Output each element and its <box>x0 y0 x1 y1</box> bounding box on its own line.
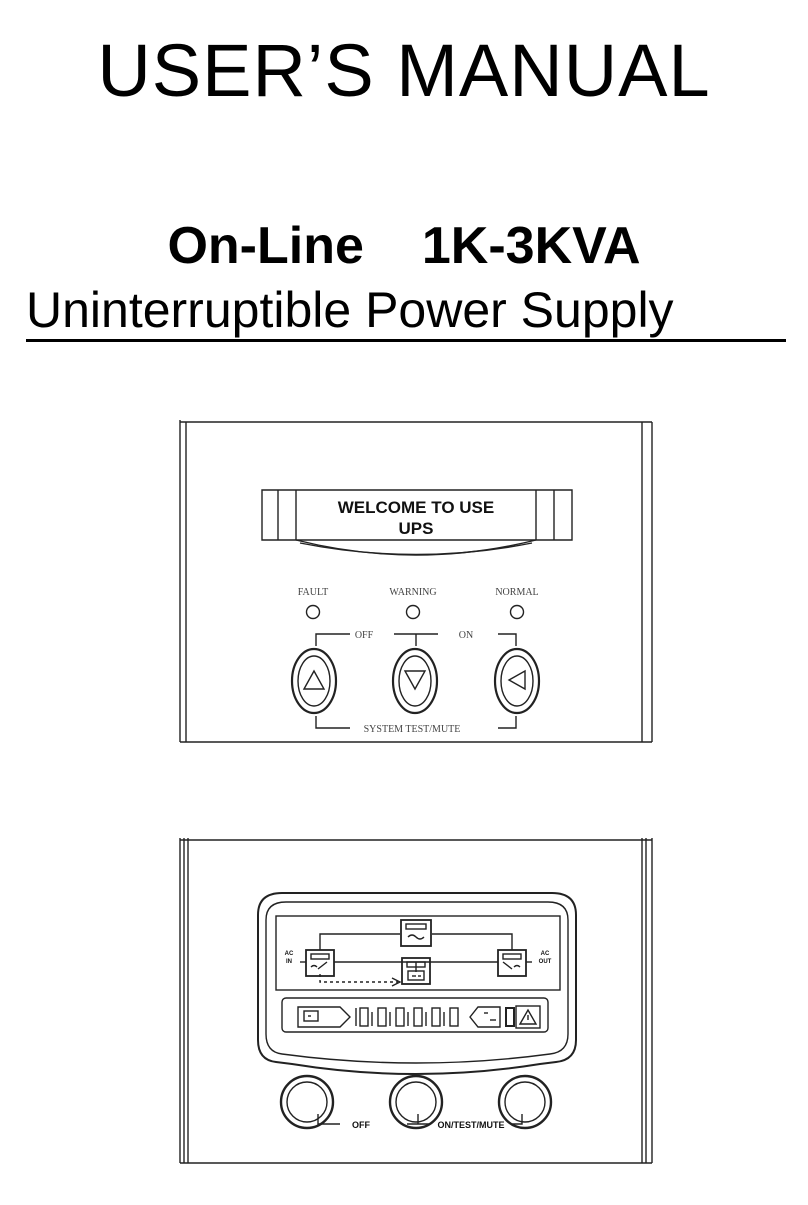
warning-label: WARNING <box>389 587 436 598</box>
ac-in-label-line1: AC <box>285 951 294 957</box>
off-button[interactable] <box>279 1074 335 1130</box>
on-button[interactable] <box>497 1074 553 1130</box>
lcd-text-line2: UPS <box>399 519 434 538</box>
ac-out-label-line1: AC <box>541 951 550 957</box>
on-label: ON <box>459 630 473 641</box>
product-name: Uninterruptible Power Supply <box>26 284 786 342</box>
lcd-control-panel <box>179 420 653 743</box>
led-control-panel <box>179 838 653 1164</box>
triangle-up-icon <box>302 669 326 690</box>
warning-icon <box>515 1005 541 1029</box>
normal-label: NORMAL <box>495 587 538 598</box>
fan-icon <box>469 1006 501 1028</box>
on-test-mute-label: ON/TEST/MUTE <box>438 1120 505 1130</box>
left-arrow-button[interactable] <box>493 647 541 715</box>
normal-led <box>509 604 525 620</box>
triangle-down-icon <box>403 670 427 691</box>
document-title: USER’S MANUAL <box>97 29 711 112</box>
triangle-left-icon <box>507 669 526 691</box>
down-arrow-button[interactable] <box>391 647 439 715</box>
warning-led <box>405 604 421 620</box>
battery-icon <box>401 957 431 985</box>
bypass-icon <box>400 919 432 947</box>
model-line: On-Line <box>167 217 364 275</box>
test-mute-button[interactable] <box>388 1074 444 1130</box>
system-test-mute-label: SYSTEM TEST/MUTE <box>364 724 461 735</box>
up-arrow-button[interactable] <box>290 647 338 715</box>
fault-led <box>305 604 321 620</box>
lcd-text-line1: WELCOME TO USE <box>338 498 494 517</box>
load-bar-icon <box>355 1007 459 1027</box>
ac-in-label-line2: IN <box>286 959 292 965</box>
off-label: OFF <box>355 630 374 641</box>
model-heading: On-Line 1K-3KVA <box>0 220 808 272</box>
capacity-range: 1K-3KVA <box>421 217 641 275</box>
fault-label: FAULT <box>298 587 329 598</box>
rectifier-icon <box>305 949 335 977</box>
inverter-icon <box>497 949 527 977</box>
ac-out-label-line2: OUT <box>539 959 552 965</box>
off-button-label: OFF <box>352 1120 370 1130</box>
